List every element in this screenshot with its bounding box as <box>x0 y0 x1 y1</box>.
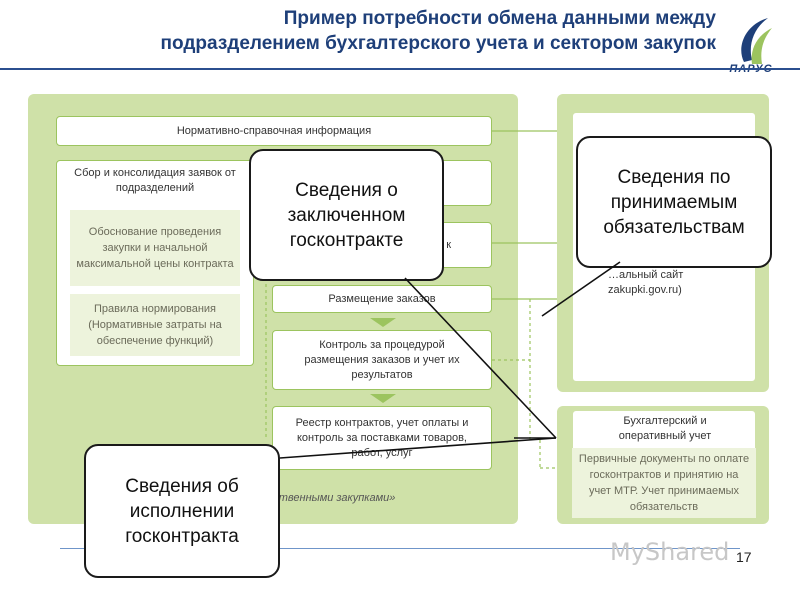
nsi-box: Нормативно-справочная информация <box>56 116 492 146</box>
callout-obligations: Сведения по принимаемым обязательствам <box>576 136 772 268</box>
callout-obligations-text: Сведения по принимаемым обязательствам <box>603 166 745 238</box>
nsi-label: Нормативно-справочная информация <box>176 124 372 137</box>
arrow-down-icon-2 <box>370 394 396 403</box>
rules-label: Правила нормирования (Нормативные затрат… <box>88 303 222 347</box>
page-number: 17 <box>736 549 752 565</box>
justification-box: Обоснование проведения закупки и начальн… <box>70 210 240 286</box>
accounting-title: Бухгалтерский и оперативный учет <box>618 415 712 442</box>
registry-box: Реестр контрактов, учет оплаты и контрол… <box>272 406 492 470</box>
title-line-2: подразделением бухгалтерского учета и се… <box>160 33 716 54</box>
justification-label: Обоснование проведения закупки и начальн… <box>76 226 234 270</box>
registry-label: Реестр контрактов, учет оплаты и контрол… <box>295 416 469 459</box>
slide-title: Пример потребности обмена данными между … <box>10 6 716 56</box>
collect-label: Сбор и консолидация заявок от подразделе… <box>74 167 236 194</box>
callout-concluded-contract: Сведения о заключенном госконтракте <box>249 149 444 281</box>
plan-schedule-suffix: к <box>446 238 451 251</box>
official-site-label: …альный сайт zakupki.gov.ru) <box>608 269 684 296</box>
footer-divider <box>60 548 740 549</box>
callout-execution-text: Сведения об исполнении госконтракта <box>125 475 239 547</box>
bottom-panel-label: «…рственными закупками» <box>250 492 396 504</box>
callout-concluded-text: Сведения о заключенном госконтракте <box>287 179 406 251</box>
control-label: Контроль за процедурой размещения заказо… <box>304 338 460 381</box>
rules-box: Правила нормирования (Нормативные затрат… <box>70 294 240 356</box>
accounting-docs-label: Первичные документы по оплате госконтрак… <box>578 453 750 513</box>
title-line-1: Пример потребности обмена данными между <box>283 8 716 29</box>
placement-label: Размещение заказов <box>328 292 436 305</box>
accounting-docs-box: Первичные документы по оплате госконтрак… <box>572 448 756 518</box>
watermark: MyShared <box>610 538 730 566</box>
control-box: Контроль за процедурой размещения заказо… <box>272 330 492 390</box>
arrow-down-icon <box>370 318 396 327</box>
title-divider <box>0 68 800 70</box>
placement-box: Размещение заказов <box>272 285 492 313</box>
parus-logo-icon <box>741 18 772 64</box>
callout-execution: Сведения об исполнении госконтракта <box>84 444 280 578</box>
